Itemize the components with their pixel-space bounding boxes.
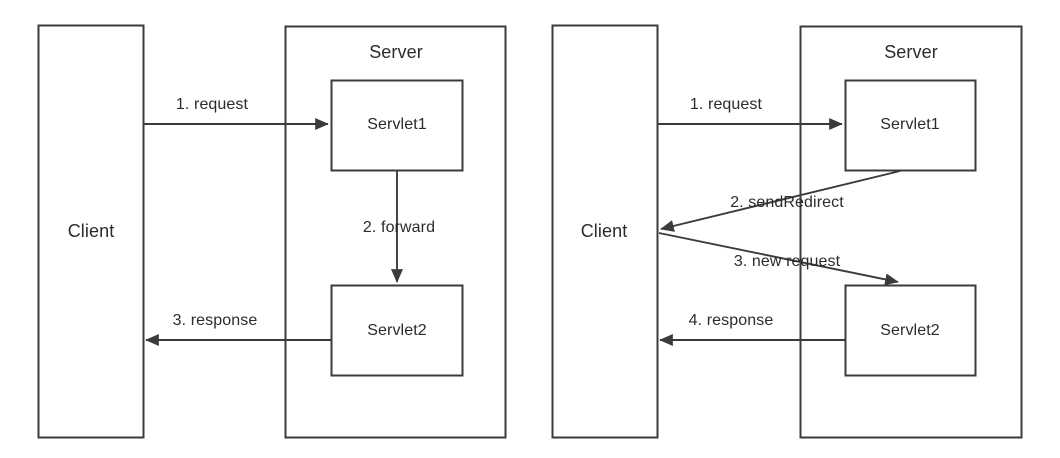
edge-label-sendredirect-redirect: 2. sendRedirect (730, 194, 844, 211)
server-label-redirect: Server (884, 42, 938, 62)
servlet2-label-forward: Servlet2 (367, 322, 427, 339)
edge-sendredirect-redirect (660, 170, 901, 232)
servlet1-box-redirect (844, 79, 977, 172)
edge-label-response-redirect: 4. response (688, 312, 774, 329)
edge-newrequest-redirect (658, 232, 899, 286)
servlet2-label-redirect: Servlet2 (880, 322, 940, 339)
servlet1-label-forward: Servlet1 (367, 116, 427, 133)
servlet2-box-forward (330, 284, 464, 377)
client-container-forward (37, 24, 145, 439)
edge-label-request-forward: 1. request (175, 96, 249, 113)
edge-label-response-forward: 3. response (172, 312, 258, 329)
client-label-forward: Client (67, 221, 115, 241)
servlet2-box-redirect (844, 284, 977, 377)
edge-label-forward-forward: 2. forward (362, 219, 436, 236)
servlet1-label-redirect: Servlet1 (880, 116, 940, 133)
client-label-redirect: Client (580, 221, 628, 241)
client-container-redirect (551, 24, 659, 439)
edge-label-newrequest-redirect: 3. new request (733, 253, 841, 270)
servlet1-box-forward (330, 79, 464, 172)
server-label-forward: Server (369, 42, 423, 62)
edge-label-request-redirect: 1. request (689, 96, 763, 113)
